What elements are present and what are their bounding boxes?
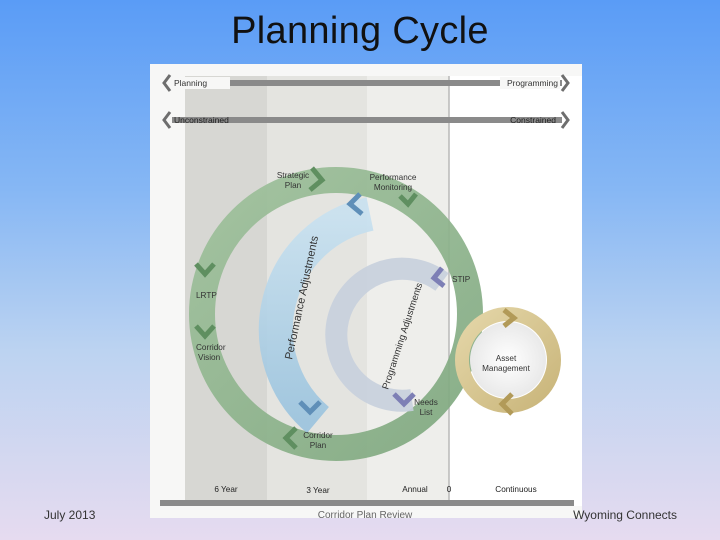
planning-cycle-diagram: Planning Programming Unconstrained Const… (150, 64, 582, 518)
planning-programming-arrow: Planning Programming (162, 74, 570, 92)
programming-arc-chevrons (392, 266, 446, 408)
gold-ring-chevrons (498, 308, 519, 416)
asset-management-center (470, 322, 546, 398)
footer-date: July 2013 (44, 508, 96, 522)
unconstrained-constrained-arrow: Unconstrained Constrained (162, 111, 570, 129)
performance-adjustments-arc (258, 197, 374, 434)
needs-list-line2: List (420, 408, 433, 417)
strategic-plan-line1: Strategic (277, 171, 309, 180)
performance-monitoring-line2: Monitoring (374, 183, 413, 192)
green-planning-ring (189, 167, 483, 461)
constrained-label: Constrained (510, 115, 556, 125)
three-year-label: 3 Year (306, 486, 329, 495)
asset-management-line1: Asset (496, 354, 517, 363)
planning-cycle-svg: Planning Programming Unconstrained Const… (150, 64, 582, 518)
six-year-label: 6 Year (214, 485, 237, 494)
asset-management-line2: Management (482, 364, 531, 373)
lrtp-label: LRTP (196, 291, 217, 300)
needs-list-line1: Needs (414, 398, 438, 407)
footer-brand: Wyoming Connects (573, 508, 677, 522)
zero-label: 0 (447, 485, 452, 494)
annual-label: Annual (402, 485, 428, 494)
unconstrained-label: Unconstrained (174, 115, 229, 125)
corridor-vision-line1: Corridor (196, 343, 226, 352)
corridor-vision-line2: Vision (198, 353, 221, 362)
programming-adjustments-arc (325, 257, 449, 412)
continuous-label: Continuous (495, 485, 536, 494)
timeline-bar (160, 500, 574, 506)
green-ring-chevrons (194, 166, 418, 450)
corridor-plan-line2: Plan (310, 441, 327, 450)
corridor-plan-line1: Corridor (303, 431, 333, 440)
programming-label: Programming (507, 78, 558, 88)
performance-monitoring-line1: Performance (370, 173, 417, 182)
blue-arc-chevrons (298, 192, 364, 416)
stip-label: STIP (452, 275, 471, 284)
planning-label: Planning (174, 78, 207, 88)
node-labels: Strategic Plan Performance Monitoring LR… (196, 171, 531, 450)
timeline-labels: 6 Year 3 Year Annual 0 Continuous (214, 485, 536, 495)
slide-title: Planning Cycle (231, 10, 489, 52)
footer-center-text: Corridor Plan Review (317, 510, 413, 521)
strategic-plan-line2: Plan (285, 181, 302, 190)
